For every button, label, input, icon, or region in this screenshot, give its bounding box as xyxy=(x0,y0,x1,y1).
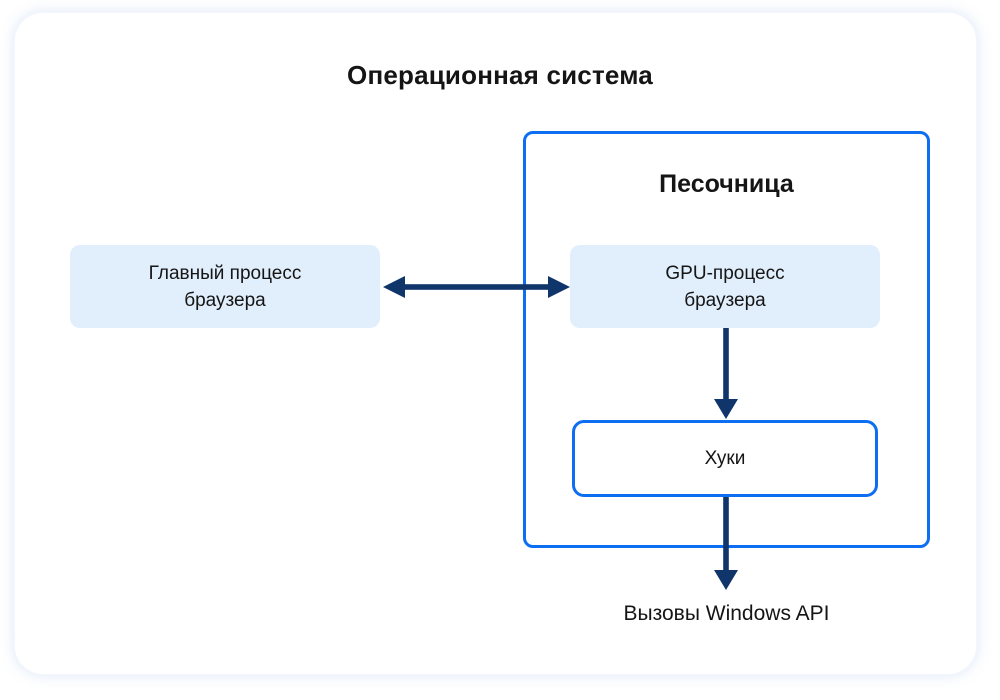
windows-api-calls-label: Вызовы Windows API xyxy=(623,602,830,625)
os-title: Операционная система xyxy=(347,60,653,90)
os-card xyxy=(15,13,976,674)
hooks-node: Хуки xyxy=(572,420,878,497)
sandbox-title: Песочница xyxy=(659,170,794,198)
main-browser-process-node: Главный процесс браузера xyxy=(70,245,380,328)
gpu-browser-process-node: GPU-процесс браузера xyxy=(570,245,880,328)
